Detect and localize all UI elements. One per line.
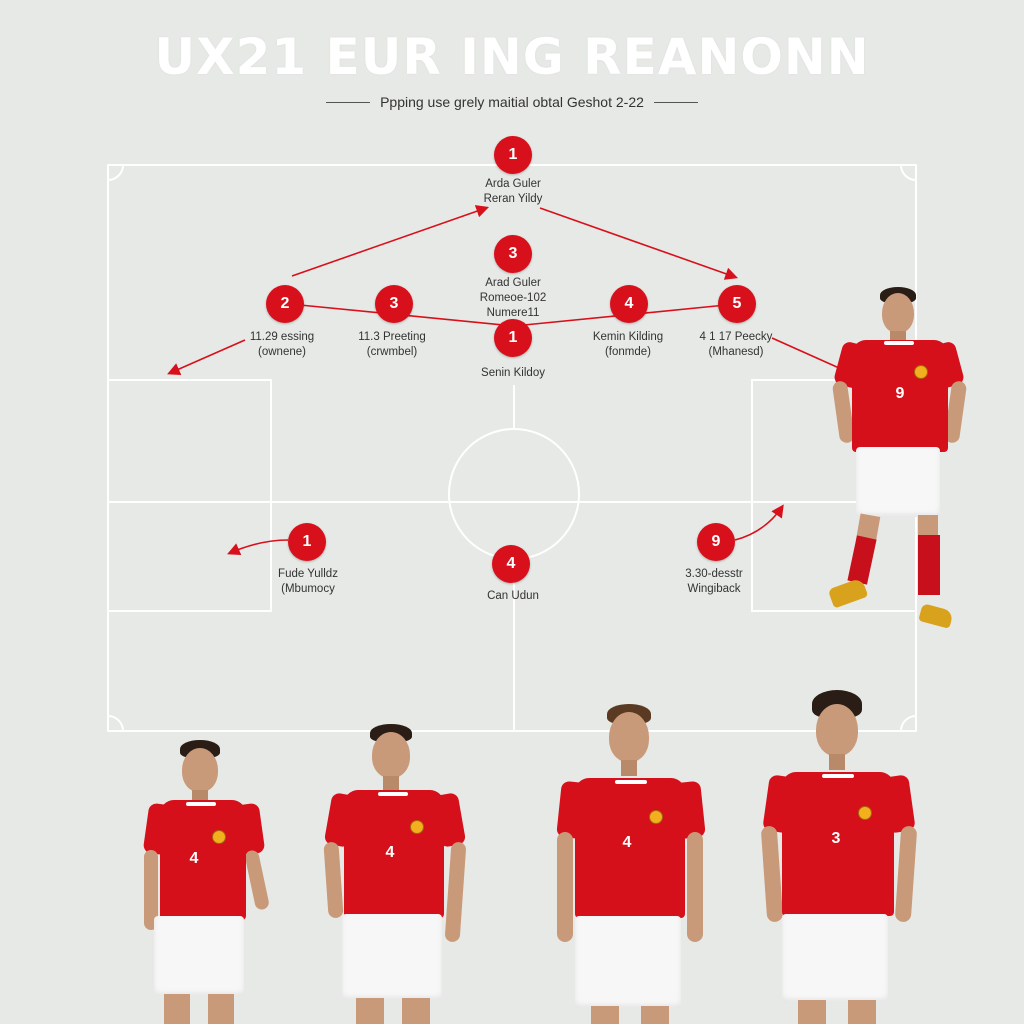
subtitle-rule-right [653,101,698,103]
left-leg [591,1006,619,1024]
node-label: Senin Kildoy [481,367,545,379]
shirt-number: 9 [895,385,905,402]
right-arm [687,832,703,942]
left-sock [847,535,877,585]
collar [615,780,647,784]
player-node[interactable]: 3 [375,285,413,323]
left-boot [827,577,869,609]
head [372,732,410,778]
left-arm [144,850,158,930]
right-arm [894,825,918,923]
right-leg [641,1006,669,1024]
corner-arc-bl [107,715,124,732]
right-sock [918,535,940,595]
shirt [852,340,948,452]
page-title: UX21 EUR ING REANONN [154,28,870,86]
right-leg [848,1000,876,1024]
pass-arrow [291,205,490,277]
shirt-number: 4 [189,850,199,867]
player-figure: 4 [555,704,707,1024]
corner-arc-br [900,715,917,732]
node-label: 3.30-desstr Wingiback [685,568,743,595]
pass-arrow [771,337,849,373]
pass-arrow [734,504,784,541]
node-label: Kemin Kilding (fonmde) [592,331,664,358]
left-leg [798,1000,826,1024]
right-leg [208,994,234,1024]
neck [621,760,637,776]
right-leg [918,515,938,539]
shorts [856,447,940,517]
head [882,293,914,333]
subtitle: Ppping use grely maitial obtal Geshot 2-… [380,94,644,110]
node-label: 4 1 17 Peecky (Mhanesd) [699,331,773,358]
shirt [782,772,894,916]
node-label: Fude Yulldz (Mbumocy [278,568,338,595]
left-penalty-box [107,379,272,612]
player-figure: 4 [322,724,468,1024]
node-label: Arda Guler Reran Yildy [483,178,543,205]
shirt-number: 3 [831,830,841,847]
shirt [344,790,444,918]
corner-arc-tl [107,164,124,181]
head [816,704,858,756]
subtitle-rule-left [326,101,371,103]
shorts [575,916,681,1008]
crest-icon [914,365,928,379]
shirt [575,778,685,918]
player-node[interactable]: 9 [697,523,735,561]
player-node[interactable]: 1 [494,136,532,174]
shirt-number: 4 [385,844,395,861]
collar [884,341,914,345]
pass-arrow [539,207,739,280]
head [609,712,649,762]
left-arm [557,832,573,942]
player-node[interactable]: 4 [492,545,530,583]
player-node[interactable]: 4 [610,285,648,323]
crest-icon [858,806,872,820]
left-arm [760,825,784,923]
neck [890,331,906,341]
player-figure: 3 [760,690,920,1024]
shorts [782,914,888,1002]
node-label: Can Udun [487,590,539,602]
player-figure: 9 [827,285,973,645]
head [182,748,218,792]
node-label: Arad Guler Romeoe-102 Numere11 [479,277,547,319]
player-node[interactable]: 5 [718,285,756,323]
pass-arrow [227,539,289,556]
player-node[interactable]: 2 [266,285,304,323]
neck [192,790,208,802]
right-boot [918,603,954,629]
crest-icon [212,830,226,844]
shorts [342,914,442,1000]
center-circle [448,428,580,560]
player-node[interactable]: 3 [494,235,532,273]
node-label: 11.3 Preeting (crwmbel) [358,331,426,358]
neck [383,776,399,790]
right-arm [444,841,467,943]
corner-arc-tr [900,164,917,181]
left-arm [323,841,344,919]
shorts [154,916,244,996]
collar [822,774,854,778]
node-label: 11.29 essing (ownene) [249,331,315,358]
left-leg [356,998,384,1024]
subtitle-row: Ppping use grely maitial obtal Geshot 2-… [0,94,1024,110]
right-leg [402,998,430,1024]
crest-icon [649,810,663,824]
collar [186,802,216,806]
shirt-number: 4 [622,834,632,851]
crest-icon [410,820,424,834]
pass-arrow [167,339,246,375]
player-node[interactable]: 1 [288,523,326,561]
player-figure: 4 [140,740,271,1024]
left-leg [164,994,190,1024]
right-arm [243,849,271,911]
player-node[interactable]: 1 [494,319,532,357]
shirt [160,800,246,920]
neck [829,754,845,770]
collar [378,792,408,796]
